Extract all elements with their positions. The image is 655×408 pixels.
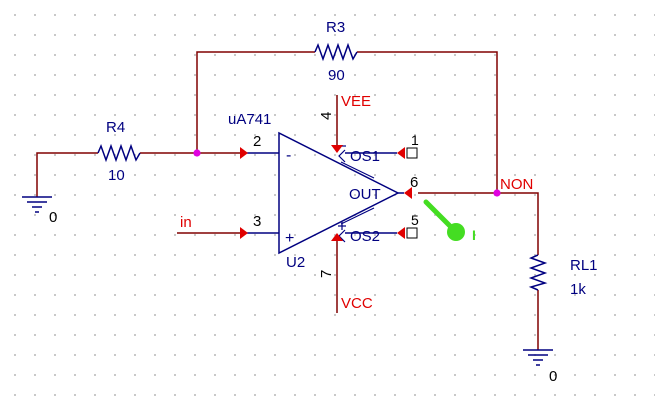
current-probe[interactable]: I bbox=[423, 199, 476, 243]
net-label-non[interactable]: NON bbox=[500, 176, 533, 193]
pin4-arrow bbox=[331, 145, 343, 153]
current-probe-label: I bbox=[472, 227, 476, 243]
pin7-number: 7 bbox=[318, 270, 335, 278]
pin2-arrow bbox=[240, 147, 248, 159]
os2-internal-lead bbox=[340, 207, 375, 225]
current-probe-tip bbox=[447, 223, 465, 241]
wires bbox=[36, 51, 539, 350]
resistor-r4-ref: R4 bbox=[106, 119, 125, 136]
junction-dot-non-node bbox=[493, 189, 501, 197]
pin2-number: 2 bbox=[253, 133, 261, 150]
opamp-ref-label: U2 bbox=[286, 254, 305, 271]
resistor-rl1-ref: RL1 bbox=[570, 257, 598, 274]
resistor-rl1[interactable]: RL1 1k bbox=[528, 254, 598, 298]
wire-feedback-left[interactable] bbox=[196, 51, 315, 153]
resistor-r4-body bbox=[97, 143, 141, 163]
ground-right-net-label: 0 bbox=[549, 368, 557, 385]
pin5-no-connect-box[interactable] bbox=[406, 227, 418, 239]
pin5-number: 5 bbox=[411, 212, 419, 228]
opamp-u2-triangle bbox=[278, 131, 400, 255]
net-label-vcc[interactable]: VCC bbox=[341, 295, 373, 312]
os1-chevron bbox=[338, 149, 346, 163]
pin-os2-label: OS2 bbox=[350, 228, 380, 245]
resistor-r3-ref: R3 bbox=[326, 19, 345, 36]
pin-leads bbox=[247, 152, 404, 234]
wire-r4-to-ground[interactable] bbox=[36, 152, 98, 197]
pin-out-label: OUT bbox=[349, 186, 381, 203]
pin-numbers: 2 3 6 1 5 4 7 bbox=[253, 112, 419, 278]
pin7-arrow bbox=[331, 233, 343, 241]
pin6-arrow bbox=[404, 187, 412, 199]
pin-arrows bbox=[240, 145, 412, 241]
ground-symbol-right[interactable] bbox=[523, 349, 553, 366]
pin3-number: 3 bbox=[253, 213, 261, 230]
wire-feedback-right[interactable] bbox=[357, 51, 498, 193]
ground-left-net-label: 0 bbox=[49, 209, 57, 226]
net-label-in[interactable]: in bbox=[180, 214, 192, 231]
resistor-r4[interactable]: R4 10 bbox=[97, 119, 141, 184]
resistor-r4-value: 10 bbox=[108, 167, 125, 184]
pin3-arrow bbox=[240, 227, 248, 239]
pin6-number: 6 bbox=[410, 174, 418, 191]
ground-symbol-left[interactable] bbox=[22, 196, 52, 213]
resistor-r3-value: 90 bbox=[328, 67, 345, 84]
pin1-no-connect-box[interactable] bbox=[406, 147, 418, 159]
pin5-arrow bbox=[397, 227, 405, 239]
pin4-number: 4 bbox=[318, 112, 335, 120]
pin-noninverting-symbol: + bbox=[285, 230, 294, 247]
resistor-rl1-body bbox=[528, 254, 548, 291]
junction-dot-inverting-node bbox=[193, 149, 201, 157]
resistor-r3-body bbox=[314, 42, 358, 62]
os1-internal-lead bbox=[340, 161, 375, 179]
pin-os1-label: OS1 bbox=[350, 148, 380, 165]
pin1-arrow bbox=[397, 147, 405, 159]
resistor-rl1-value: 1k bbox=[570, 281, 586, 298]
wire-non-to-rl1[interactable] bbox=[497, 192, 539, 255]
current-probe-lead bbox=[423, 199, 455, 231]
opamp-model-label: uA741 bbox=[228, 111, 271, 128]
resistor-r3[interactable]: R3 90 bbox=[314, 19, 358, 84]
pin1-number: 1 bbox=[411, 132, 419, 148]
pin-inverting-symbol: - bbox=[286, 147, 291, 164]
net-label-vee[interactable]: VEE bbox=[341, 93, 371, 110]
